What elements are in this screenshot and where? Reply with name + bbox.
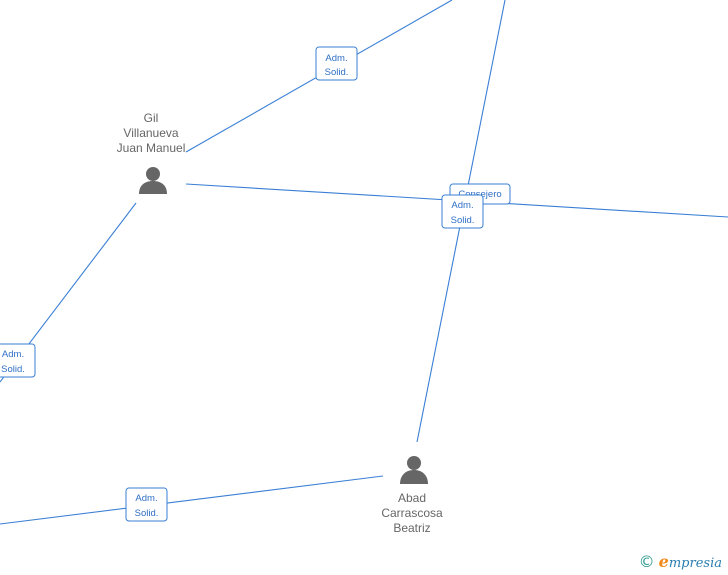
brand-logo: empresia: [659, 552, 722, 571]
copyright-icon: ©: [638, 551, 655, 571]
edge-label-line2: Solid.: [325, 67, 349, 78]
edge-label-adm-solid-4: Adm. Solid.: [125, 487, 168, 522]
node-name-line2: Villanueva: [123, 126, 178, 140]
person-icon: [400, 456, 428, 484]
node-name-line2: Carrascosa: [381, 506, 443, 520]
edge-label-adm-solid-1: Adm. Solid.: [315, 46, 358, 81]
node-name-line3: Beatriz: [393, 521, 430, 535]
node-gil-villanueva[interactable]: Gil Villanueva Juan Manuel: [117, 111, 186, 194]
node-name-line1: Abad: [398, 491, 426, 505]
edge-label-adm-solid-3: Adm. Solid.: [0, 343, 36, 378]
brand-initial: e: [658, 552, 669, 571]
node-name-line3: Juan Manuel: [117, 141, 186, 155]
edge-label-line2: Solid.: [135, 508, 159, 519]
edge-label-line1: Adm.: [2, 349, 24, 360]
person-icon: [139, 167, 167, 194]
edge-label-line2: Solid.: [1, 364, 25, 375]
edge-abad-to-left: [0, 475, 384, 525]
edge-label-line2: Solid.: [451, 215, 475, 226]
brand-rest: mpresia: [668, 556, 722, 571]
empresia-watermark: © empresia: [639, 552, 722, 571]
edge-label-adm-solid-2: Adm. Solid.: [441, 194, 484, 229]
edge-label-line1: Adm.: [451, 200, 473, 211]
edge-label-line1: Adm.: [325, 53, 347, 64]
edge-label-line1: Adm.: [135, 493, 157, 504]
node-abad-carrascosa[interactable]: Abad Carrascosa Beatriz: [381, 456, 443, 535]
node-name-line1: Gil: [144, 111, 159, 125]
